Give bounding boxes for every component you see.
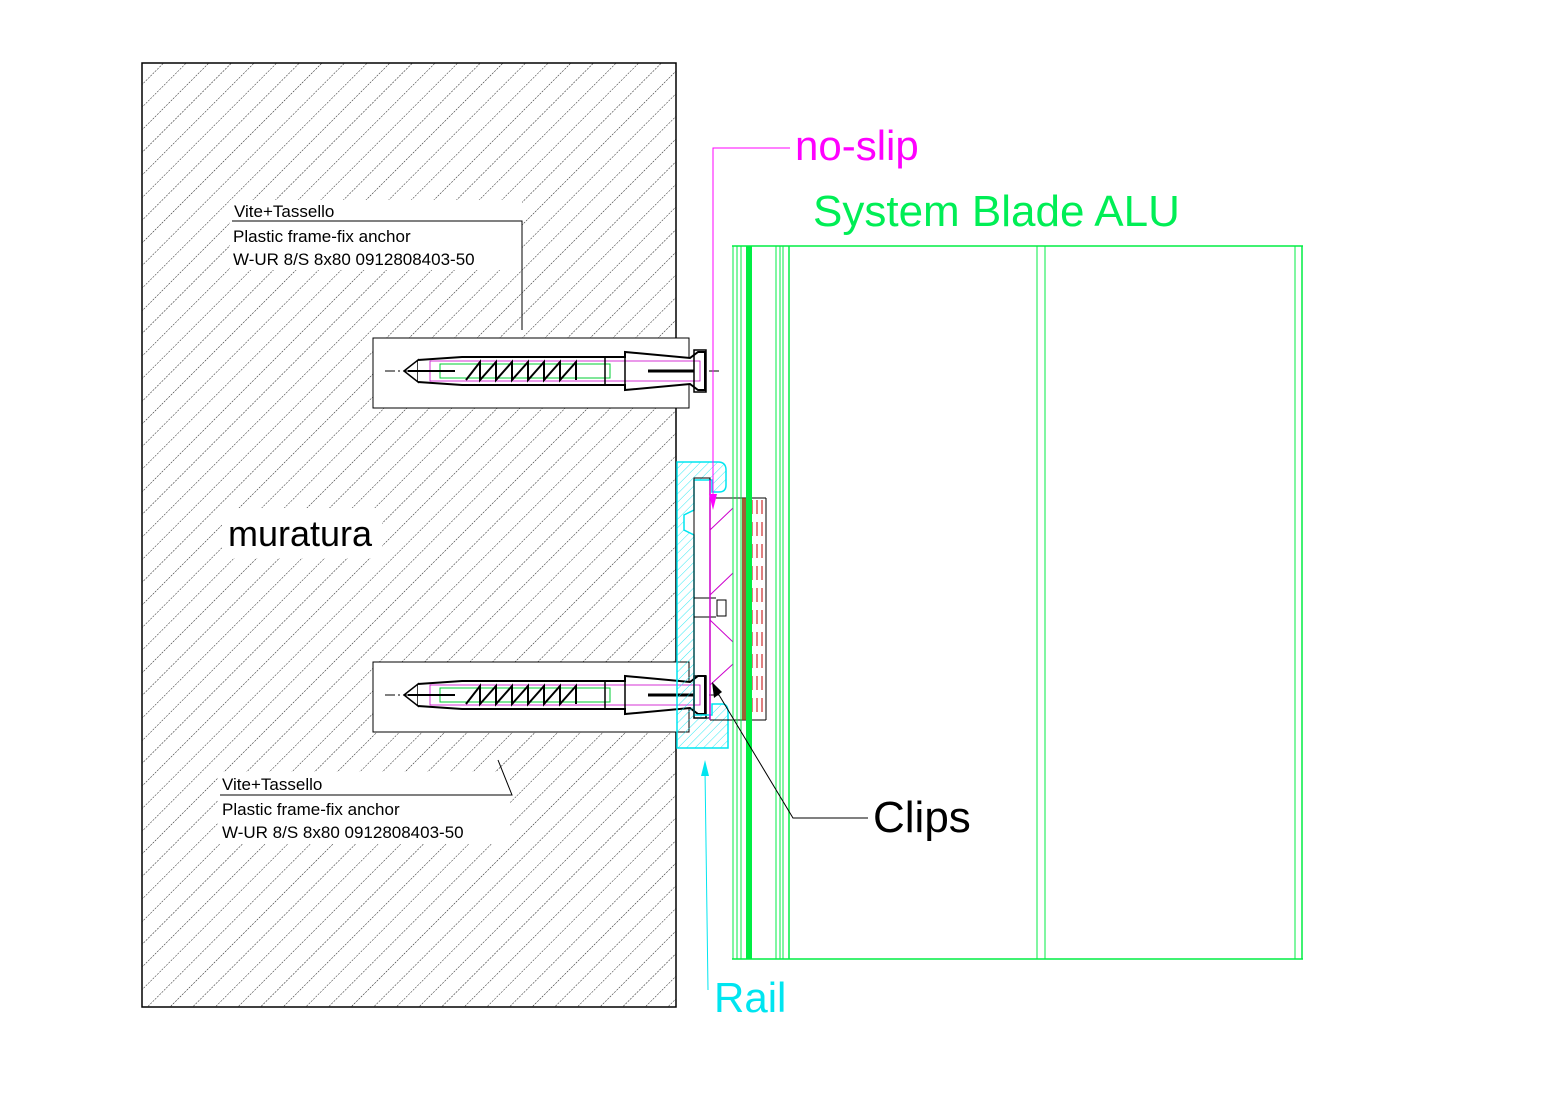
anchor-top-desc: Plastic frame-fix anchor	[233, 227, 411, 246]
clips-label: Clips	[873, 793, 971, 842]
blade-panel	[732, 245, 1303, 960]
leader-no-slip	[709, 147, 790, 510]
anchor-bottom-desc: Plastic frame-fix anchor	[222, 800, 400, 819]
anchor-bottom-title: Vite+Tassello	[222, 775, 322, 794]
clip-arms	[709, 507, 734, 686]
muratura-bg	[222, 508, 382, 558]
leader-anchor-top	[232, 220, 523, 330]
leader-rail	[701, 760, 709, 991]
leader-anchor-bottom	[220, 759, 513, 796]
no-slip-label: no-slip	[795, 122, 919, 169]
label-bg-top	[230, 200, 522, 270]
anchor-bottom-code: W-UR 8/S 8x80 0912808403-50	[222, 823, 464, 842]
system-blade-label: System Blade ALU	[813, 187, 1180, 236]
rail-label: Rail	[714, 974, 786, 1021]
anchor-top-title: Vite+Tassello	[234, 202, 334, 221]
anchor-top	[385, 349, 722, 393]
muratura-label: muratura	[228, 513, 373, 554]
rail-profile	[676, 461, 729, 749]
label-bg-bottom	[218, 772, 510, 844]
anchor-top-code: W-UR 8/S 8x80 0912808403-50	[233, 250, 475, 269]
leader-clips	[712, 682, 868, 819]
